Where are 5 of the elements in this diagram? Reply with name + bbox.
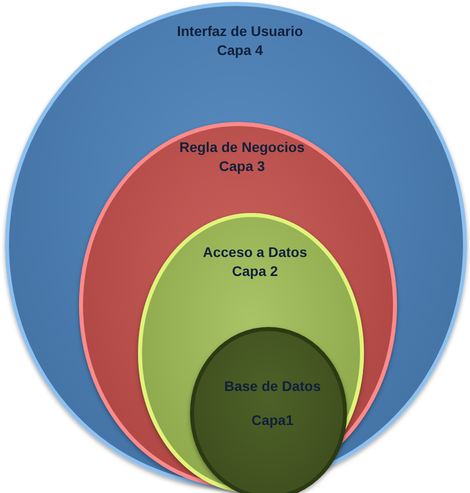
layer-label: Acceso a Datos Capa 2 — [202, 243, 308, 281]
layer-label: Regla de Negocios Capa 3 — [178, 138, 306, 176]
layer-label: Interfaz de Usuario Capa 4 — [176, 22, 304, 60]
layer-label: Base de Datos — [223, 377, 322, 396]
layer-label: Capa1 — [250, 411, 295, 430]
